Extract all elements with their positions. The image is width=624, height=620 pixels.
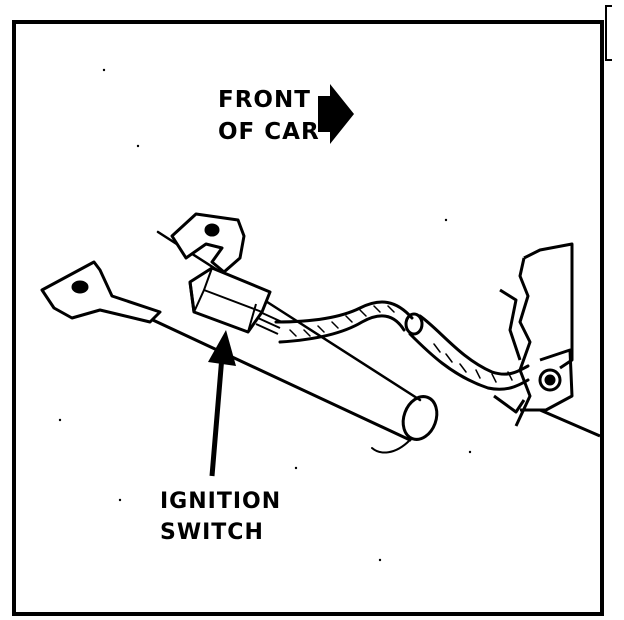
diagram-frame [12, 20, 604, 616]
print-specks [58, 68, 472, 562]
front-of-car-label-line1: FRONT [218, 87, 311, 113]
mounting-bolt [538, 368, 562, 392]
corner-bracket-mark [605, 5, 612, 61]
ignition-switch-label-line1: IGNITION [160, 489, 282, 514]
front-of-car-label-line2: OF CAR [218, 119, 320, 145]
front-of-car-label: FRONT OF CAR [218, 84, 320, 148]
pointer-arrow-icon [208, 330, 236, 477]
mounting-bracket-left [40, 260, 162, 324]
dash-panel [493, 242, 601, 438]
ignition-switch-label-line2: SWITCH [160, 520, 264, 545]
steering-column [108, 230, 439, 454]
right-arrow-icon [318, 84, 354, 144]
switch-connector [255, 311, 283, 335]
ignition-switch-label: IGNITION SWITCH [160, 486, 281, 548]
